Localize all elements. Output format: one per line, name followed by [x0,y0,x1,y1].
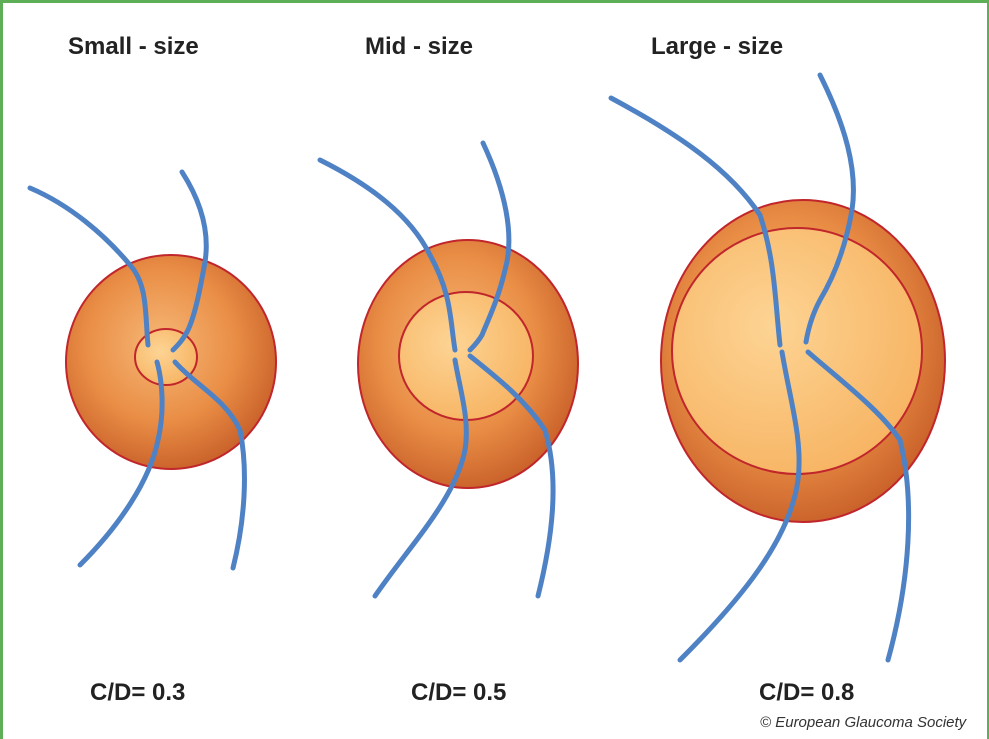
mid-disc-group [317,140,579,599]
large-cd-ratio-label: C/D= 0.8 [759,679,855,706]
large-blood-vessels [608,72,912,663]
large-disc-group [608,72,946,663]
small-disc-group [27,169,277,571]
large-size-label: Large - size [651,33,784,60]
copyright-notice: © European Glaucoma Society [760,714,967,731]
mid-size-label: Mid - size [365,33,474,60]
mid-blood-vessels [317,140,556,599]
small-cd-ratio-label: C/D= 0.3 [90,679,186,706]
mid-cd-ratio-label: C/D= 0.5 [411,679,507,706]
mid-optic-cup [398,291,534,421]
small-size-label: Small - size [68,33,199,60]
small-blood-vessels [27,169,247,571]
